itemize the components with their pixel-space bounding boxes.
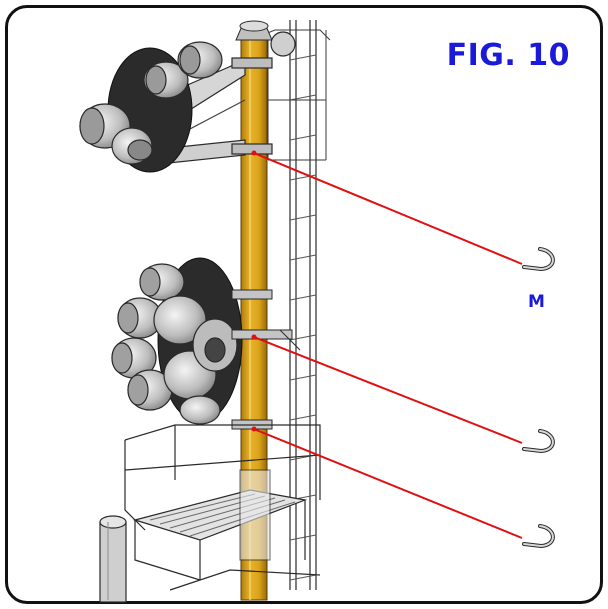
leader-line-1 [253,152,523,265]
hook-label: M [528,292,545,312]
floodlight-icon [79,41,223,165]
upper-floodlights [79,41,223,173]
figure-title: FIG. 10 [446,38,570,73]
bollard [99,515,127,603]
j-hook-icon [522,429,555,454]
j-hook-icon [522,524,555,549]
leader-line-2 [253,336,523,444]
leader-line-3 [253,428,523,539]
j-hook-icon [522,247,555,272]
leader-lines [253,152,523,539]
leader-points [251,150,257,432]
floodlight-icon [111,263,238,425]
ladder [289,20,317,590]
service-platform [124,424,321,591]
ladder-cage [249,29,331,161]
